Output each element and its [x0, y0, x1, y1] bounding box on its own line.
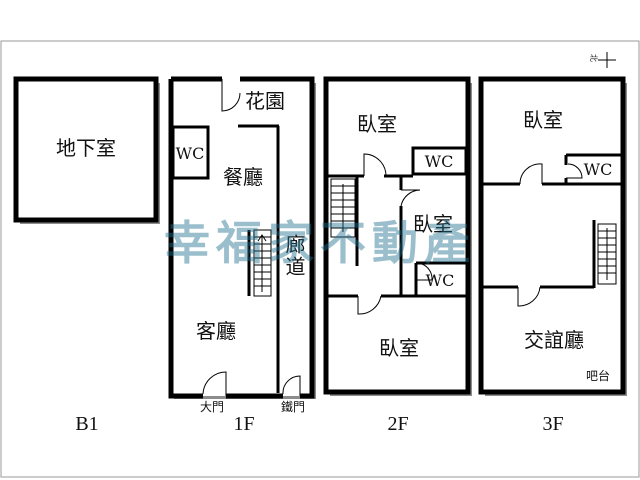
- b1-plan: [13, 76, 160, 224]
- f1-living-label: 客廳: [196, 319, 236, 343]
- f2-floor-label: 2F: [387, 413, 409, 435]
- f1-main-door-label: 大門: [199, 400, 225, 414]
- f3-floor-label: 3F: [542, 413, 564, 435]
- f1-iron-door-label: 鐵門: [280, 400, 306, 414]
- f1-garden-label: 花園: [245, 89, 285, 113]
- f2-bedroom-top-label: 臥室: [357, 112, 397, 136]
- b1-basement-label: 地下室: [56, 136, 116, 160]
- north-arrow-icon: [598, 52, 616, 68]
- f3-bar-label: 吧台: [585, 369, 611, 383]
- f3-plan: [478, 76, 627, 396]
- north-label: 北: [589, 54, 598, 62]
- b1-floor-label: B1: [75, 413, 99, 435]
- f2-wc-mid-label: WC: [425, 271, 455, 290]
- f1-plan: [168, 76, 316, 399]
- f2-wc-top-label: WC: [424, 152, 454, 171]
- f3-wc-label: WC: [583, 160, 613, 179]
- f3-bedroom-label: 臥室: [523, 108, 563, 132]
- f2-bedroom-bottom-label: 臥室: [379, 336, 419, 360]
- f2-plan: [323, 76, 472, 396]
- f3-lounge-label: 交誼廳: [524, 328, 584, 352]
- outer-frame: [0, 40, 640, 478]
- f1-dining-label: 餐廳: [223, 165, 263, 189]
- f1-corridor-label: 廊道: [282, 234, 306, 278]
- f2-bedroom-mid-label: 臥室: [413, 212, 453, 236]
- f1-wc-label: WC: [175, 144, 205, 163]
- f1-floor-label: 1F: [233, 413, 255, 435]
